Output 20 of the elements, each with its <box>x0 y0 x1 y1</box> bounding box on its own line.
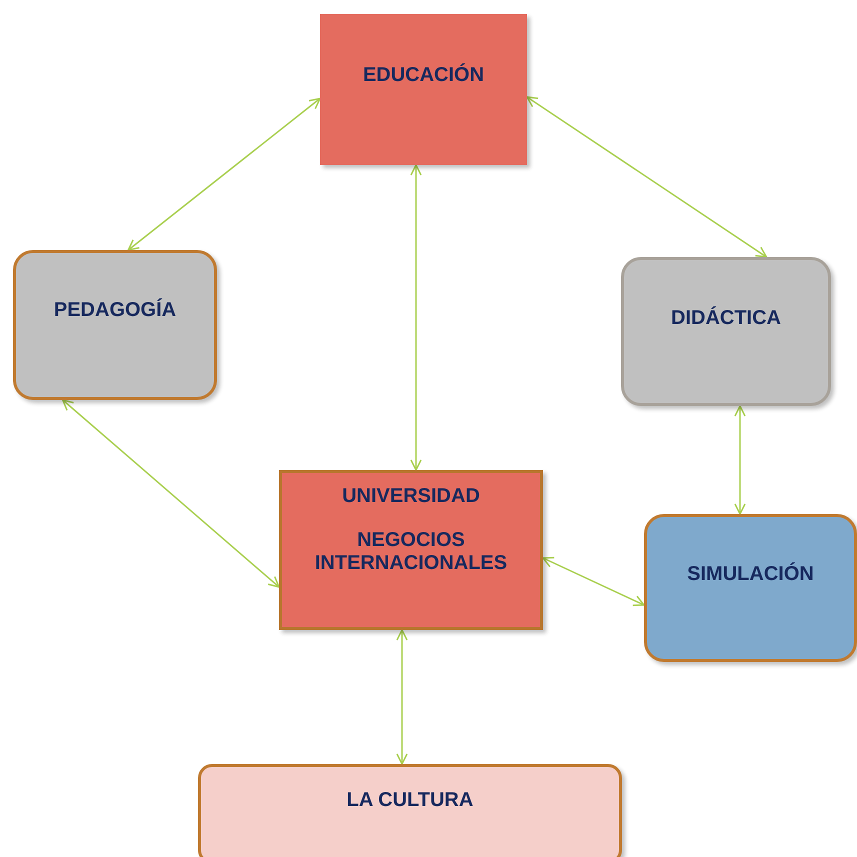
double-arrow <box>128 98 321 251</box>
rounded-box <box>198 764 622 857</box>
node-label: LA CULTURA <box>346 789 474 812</box>
double-arrow <box>542 556 645 606</box>
process-box <box>320 14 527 165</box>
rounded-box <box>621 257 831 406</box>
node-label: PEDAGOGÍA <box>54 299 176 322</box>
node-label: UNIVERSIDAD <box>342 485 480 508</box>
double-arrow <box>410 164 422 471</box>
node-label: NEGOCIOS INTERNACIONALES <box>314 529 508 575</box>
node-label: DIDÁCTICA <box>671 307 781 330</box>
double-arrow <box>396 629 408 765</box>
double-arrow <box>62 399 280 588</box>
double-arrow <box>734 405 746 515</box>
node-label: EDUCACIÓN <box>362 64 484 87</box>
double-arrow <box>526 96 768 258</box>
rounded-box <box>13 250 217 400</box>
rounded-box <box>644 514 857 662</box>
node-label: SIMULACIÓN <box>687 563 814 586</box>
process-box <box>279 470 543 630</box>
